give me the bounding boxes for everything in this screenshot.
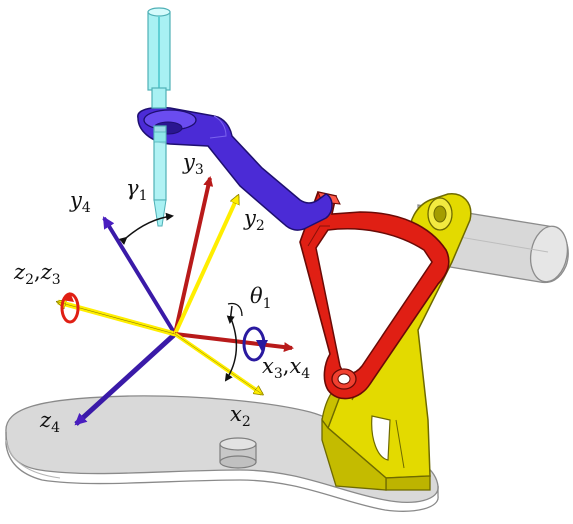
base-peg — [219, 437, 257, 469]
label-y4: y4 — [70, 188, 91, 217]
red-link — [299, 191, 450, 400]
axis-y2 — [173, 196, 240, 335]
axis-y4 — [102, 216, 177, 336]
cyan-tool — [147, 7, 171, 227]
label-x2: x2 — [230, 402, 251, 431]
label-z4: z4 — [40, 408, 60, 437]
gamma1-arc — [118, 212, 174, 245]
axis-x3-x4 — [174, 332, 294, 353]
label-y2: y2 — [244, 206, 265, 235]
rotation-arrow-z — [60, 292, 80, 324]
label-gamma1: γ1 — [126, 176, 148, 205]
label-z2-z3: z2,z3 — [14, 260, 61, 289]
label-theta1: θ1 — [250, 284, 272, 313]
label-x3-x4: x3,x4 — [262, 354, 311, 383]
axis-z4 — [74, 332, 177, 426]
theta1-leader — [227, 302, 243, 317]
label-y3: y3 — [183, 150, 204, 179]
rotation-arrow-x — [242, 326, 268, 362]
axis-y3 — [173, 176, 214, 335]
blue-link — [137, 106, 333, 231]
